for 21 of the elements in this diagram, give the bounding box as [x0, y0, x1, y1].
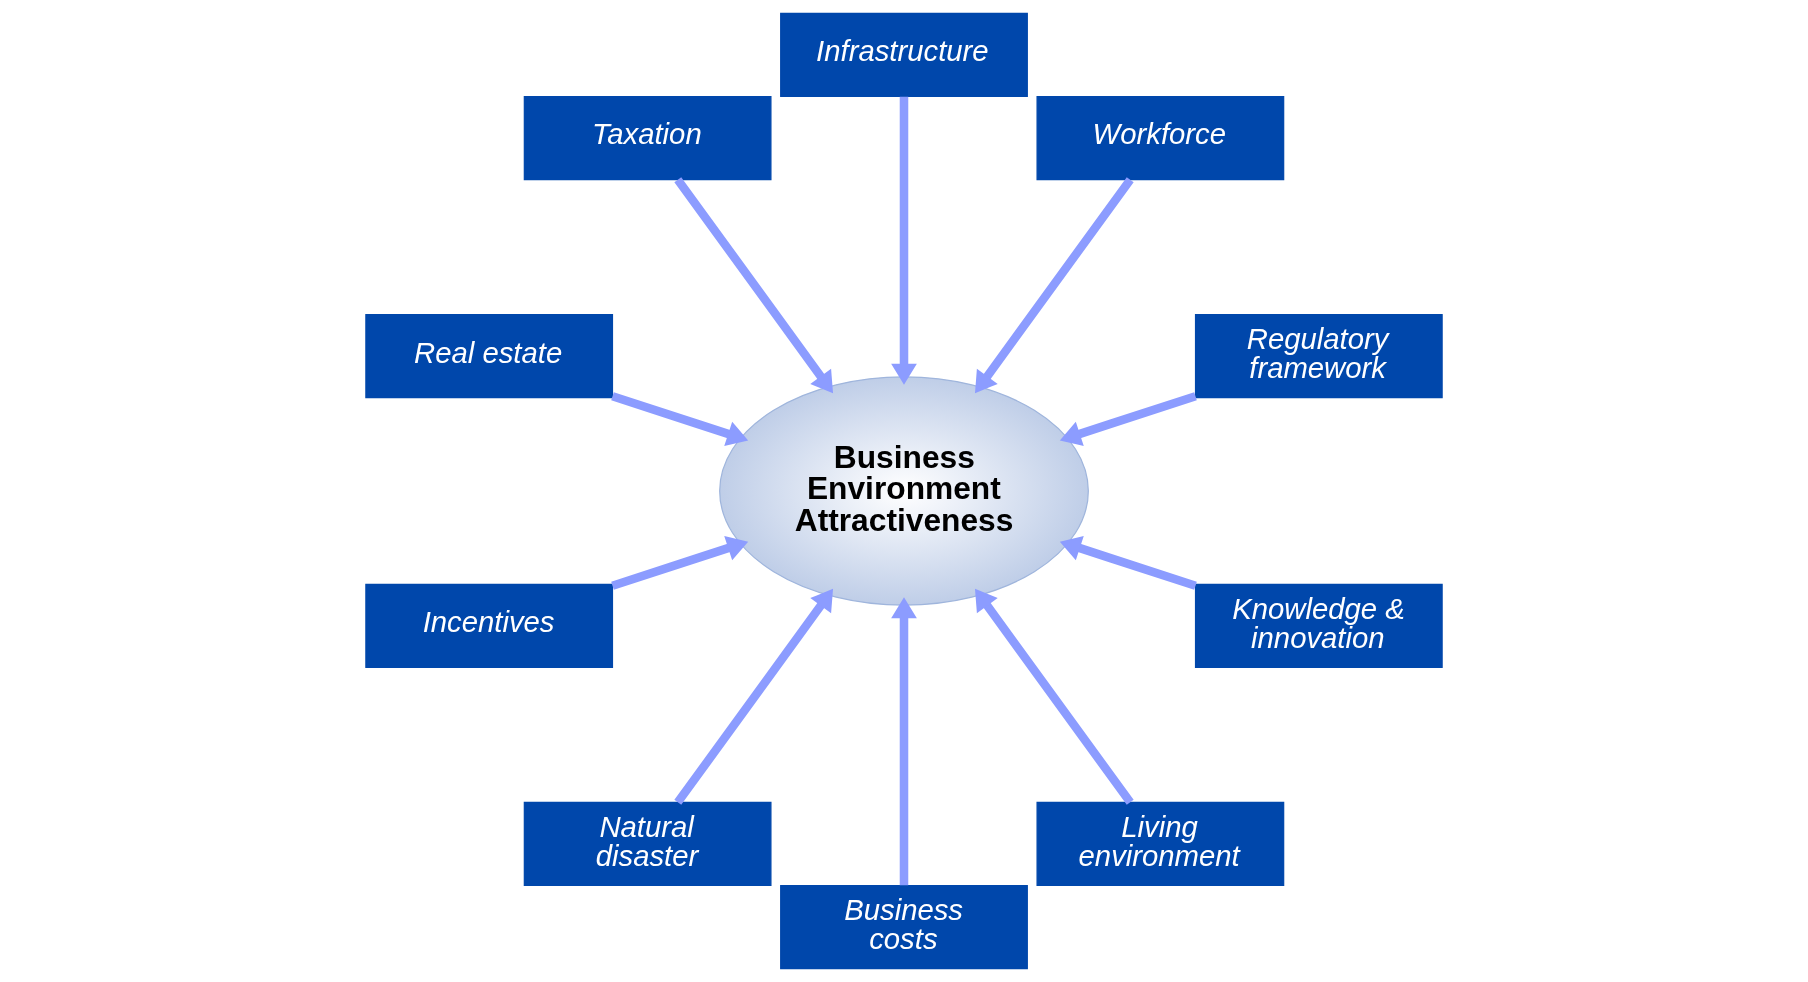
- node-box: Regulatory framework: [1194, 314, 1443, 399]
- arrow: [974, 588, 1134, 805]
- arrow: [891, 96, 917, 385]
- node-box: Business costs: [780, 885, 1028, 970]
- arrow: [891, 597, 917, 886]
- arrow: [974, 177, 1134, 394]
- arrow: [674, 588, 834, 805]
- node-box: Natural disaster: [523, 801, 772, 886]
- node-box: Real estate: [365, 314, 614, 399]
- node-box: Knowledge & innovation: [1194, 583, 1443, 668]
- arrow: [611, 535, 749, 590]
- arrow: [611, 392, 749, 447]
- node-box: Incentives: [365, 583, 614, 668]
- node-box: Living environment: [1036, 801, 1285, 886]
- arrow: [674, 177, 834, 394]
- node-box: Taxation: [523, 96, 772, 181]
- arrow: [1059, 535, 1197, 590]
- node-box: Workforce: [1036, 96, 1285, 181]
- node-ellipse: Business Environment Attractiveness: [719, 376, 1089, 606]
- arrow: [1059, 392, 1197, 447]
- node-box: Infrastructure: [780, 12, 1028, 97]
